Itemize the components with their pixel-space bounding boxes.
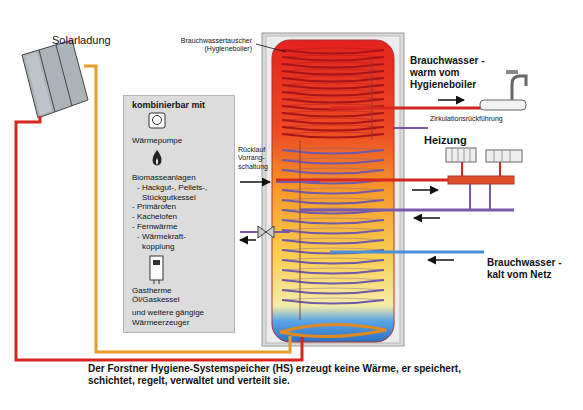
coil-winding xyxy=(282,48,384,50)
coil-winding xyxy=(282,97,384,99)
coil-winding xyxy=(282,83,384,85)
coil-winding xyxy=(282,288,384,290)
coil-winding xyxy=(282,134,384,138)
box-text: - Wärmekraft- kopplung xyxy=(137,232,190,251)
circuit-label: Heizung xyxy=(424,134,484,147)
coil-winding xyxy=(282,55,384,57)
coil-winding xyxy=(282,168,384,170)
coil-winding xyxy=(282,238,384,240)
coil-winding xyxy=(282,85,384,89)
inlet-label: Brauchwasser - kalt vom Netz xyxy=(487,257,571,281)
caption: Der Forstner Hygiene-Systemspeicher (HS)… xyxy=(88,363,478,387)
coil-winding xyxy=(282,71,384,75)
coil-winding xyxy=(282,69,384,71)
coil-winding xyxy=(282,260,384,264)
panel-label: Solarladung xyxy=(52,34,142,47)
box-text: kombinierbar mit xyxy=(132,100,232,111)
coil-winding xyxy=(282,170,384,174)
coil-winding xyxy=(282,190,384,194)
source-box: kombinierbar mitWärmepumpeBiomasseanlage… xyxy=(123,95,235,333)
coil-winding xyxy=(282,230,384,234)
coil-winding xyxy=(282,64,384,68)
coil-winding xyxy=(282,278,384,280)
box-text: - Hackgut-, Pellets-, Stückgutkessel xyxy=(137,183,222,202)
coil-winding xyxy=(282,258,384,260)
box-text: - Primärofen xyxy=(132,202,232,212)
coil-winding xyxy=(282,76,384,78)
coil-winding xyxy=(282,198,384,200)
box-text: - Fernwärme xyxy=(132,222,232,232)
coil-winding xyxy=(282,248,384,250)
coil-winding xyxy=(282,270,384,274)
coil-winding xyxy=(282,240,384,244)
coil-winding xyxy=(282,150,384,154)
box-text: Biomasseanlagen xyxy=(132,173,232,183)
coil-winding xyxy=(282,228,384,230)
coil-winding xyxy=(282,300,384,304)
callout-label: Brauchwassertauscher (Hygieneboiler) xyxy=(168,37,252,54)
coil-winding xyxy=(282,218,384,220)
coil-winding xyxy=(282,200,384,204)
coil-winding xyxy=(282,120,384,124)
box-text: Öl/Gaskessel xyxy=(132,295,232,305)
coil-winding xyxy=(282,148,384,150)
box-text: Wärmepumpe xyxy=(132,136,232,146)
coil-winding xyxy=(282,280,384,284)
coil-winding xyxy=(282,118,384,120)
coil-winding xyxy=(282,78,384,82)
coil-winding xyxy=(282,125,384,127)
coil-winding xyxy=(282,127,384,131)
outlet-label: Brauchwasser - warm vom Hygieneboiler xyxy=(410,55,490,91)
box-text: - Kachelofen xyxy=(132,212,232,222)
coil-winding xyxy=(282,62,384,64)
coil-winding xyxy=(282,113,384,117)
coil-winding xyxy=(282,290,384,294)
coil-winding xyxy=(282,111,384,113)
coil-winding xyxy=(282,90,384,92)
coil-winding xyxy=(282,132,384,134)
coil-winding xyxy=(282,50,384,54)
coil-winding xyxy=(282,99,384,103)
coil-winding xyxy=(282,268,384,270)
pipe-label: Rücklauf Vorrang- schaltung xyxy=(238,146,272,171)
coil-winding xyxy=(282,160,384,164)
coil-winding xyxy=(282,220,384,224)
box-text: Gastherme xyxy=(132,286,232,296)
coil-winding xyxy=(282,158,384,160)
coil-winding xyxy=(282,92,384,96)
coil-winding xyxy=(282,104,384,106)
pipe-label: Zirkulationsrückführung xyxy=(430,115,540,123)
coil-winding xyxy=(282,188,384,190)
coil-winding xyxy=(282,298,384,300)
box-text: und weitere gängige Wärmeerzeuger xyxy=(132,308,222,327)
coil-winding xyxy=(282,57,384,61)
